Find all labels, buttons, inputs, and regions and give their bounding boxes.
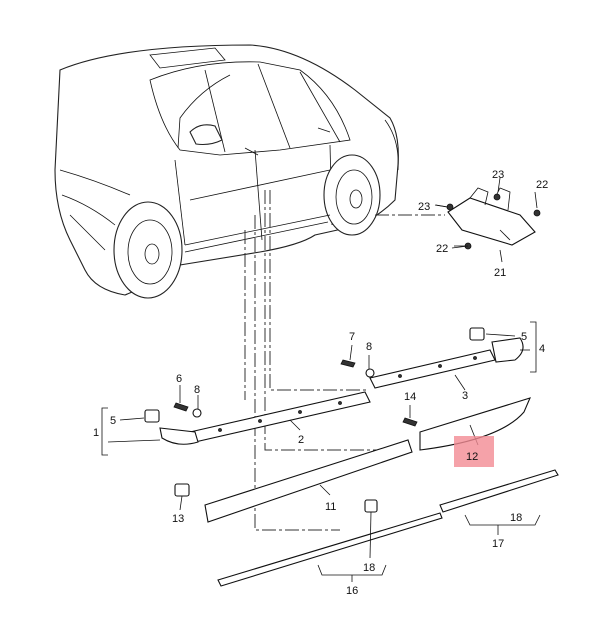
- callout-lines: [101, 204, 541, 582]
- label-part-22-left: 22: [436, 243, 448, 255]
- label-part-16: 16: [346, 585, 358, 597]
- label-part-1: 1: [93, 427, 99, 439]
- leader-lines: [244, 190, 445, 531]
- label-part-14: 14: [404, 391, 416, 403]
- label-part-12: 12: [466, 451, 478, 463]
- label-part-4: 4: [539, 343, 545, 355]
- label-part-11: 11: [325, 501, 336, 513]
- label-part-22-top: 22: [536, 179, 548, 191]
- label-part-23-left: 23: [418, 201, 430, 213]
- fasteners: [144, 327, 485, 513]
- label-part-18-right: 18: [510, 512, 522, 524]
- label-part-18-bottom: 18: [363, 562, 375, 574]
- car-illustration: [54, 44, 399, 299]
- part-labels: 1 2 3 4 5 5 6 7 8 8 11 13 14 16 17 18 18…: [93, 169, 548, 597]
- trim-parts: [159, 337, 559, 587]
- label-part-5-right: 5: [521, 331, 527, 343]
- label-part-2: 2: [298, 434, 304, 446]
- label-part-3: 3: [462, 390, 468, 402]
- bracket-assembly: [434, 177, 541, 263]
- label-part-17: 17: [492, 538, 504, 550]
- label-part-21: 21: [494, 267, 506, 279]
- label-part-23-top: 23: [492, 169, 504, 181]
- label-part-7: 7: [349, 331, 355, 343]
- label-part-8-right: 8: [366, 341, 372, 353]
- label-part-8-left: 8: [194, 384, 200, 396]
- label-part-13: 13: [172, 513, 184, 525]
- highlight-box: [454, 436, 494, 467]
- label-part-5-left: 5: [110, 415, 116, 427]
- label-part-6: 6: [176, 373, 182, 385]
